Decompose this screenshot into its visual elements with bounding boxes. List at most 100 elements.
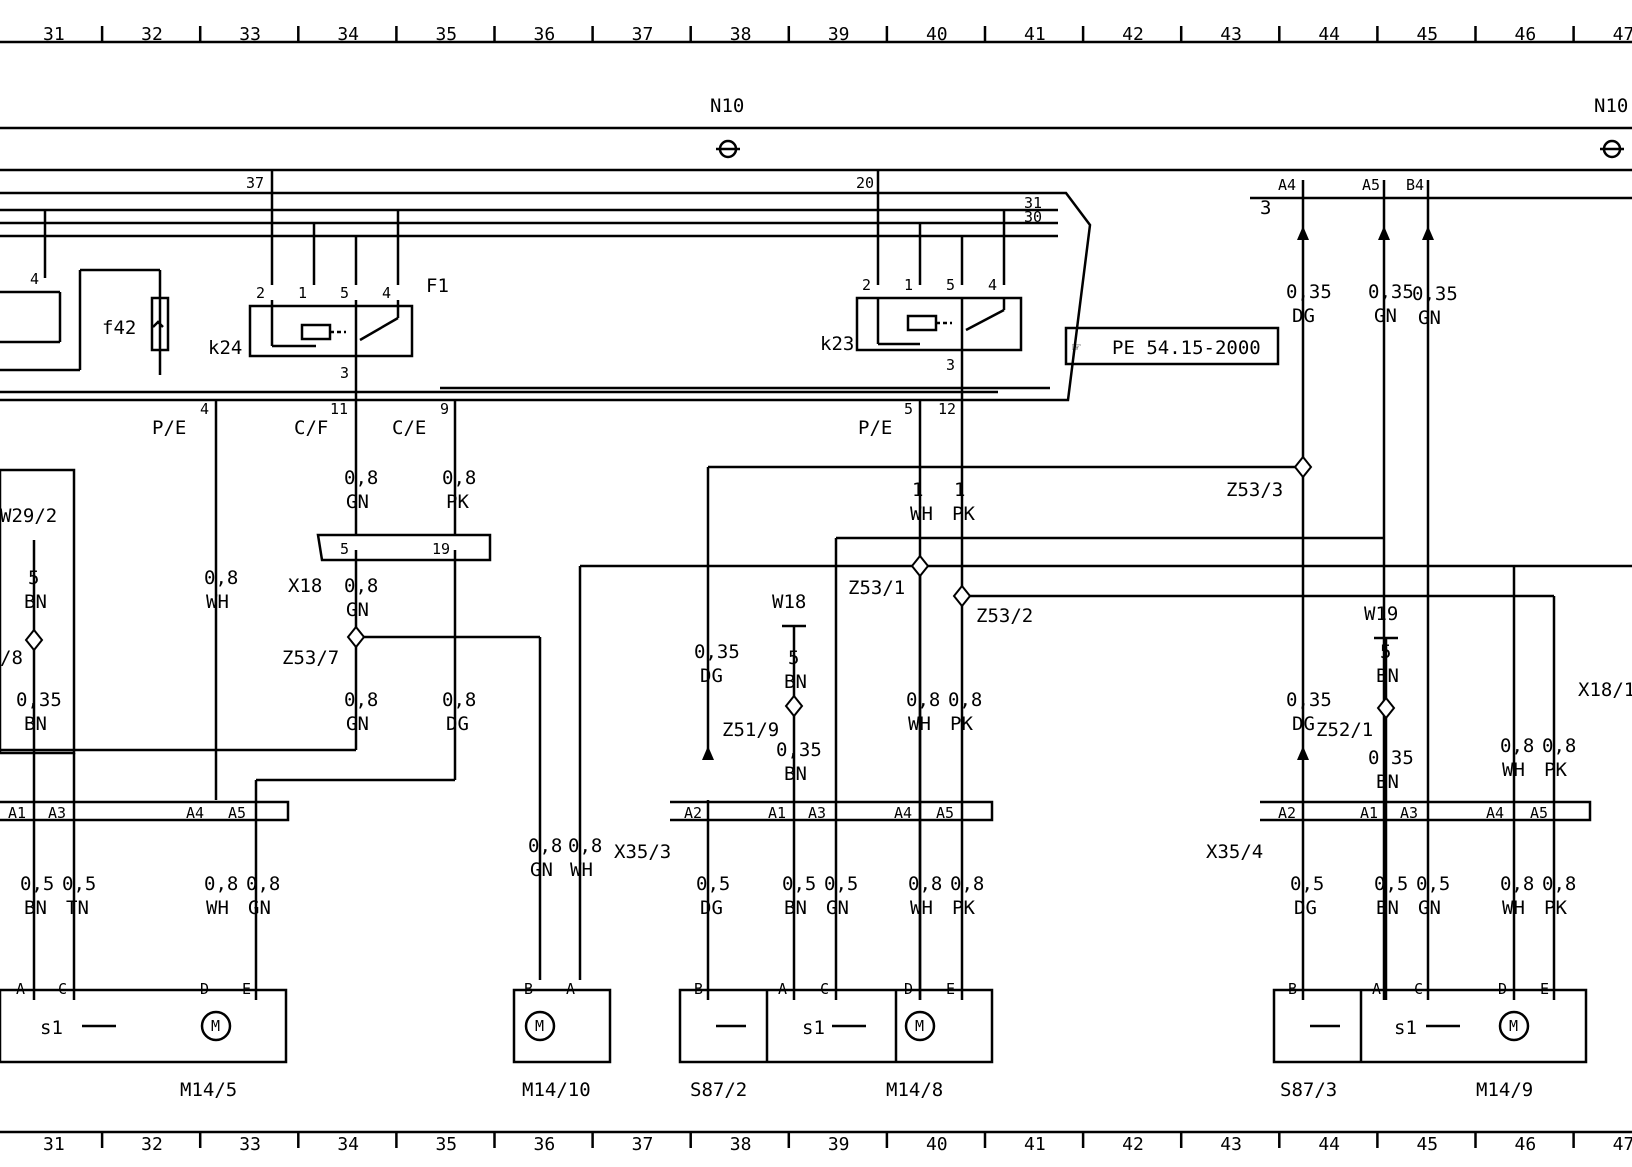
w18-label: W18 (772, 591, 806, 613)
wire-color: DG (1294, 897, 1317, 919)
wire-color: DG (700, 665, 723, 687)
wire-color: BN (24, 713, 47, 735)
wire-size: 0,35 (1412, 283, 1458, 305)
m14-10-pin-a: A (566, 980, 575, 998)
z53-2-label: Z53/2 (976, 605, 1033, 627)
wire-size: 0,8 (246, 873, 280, 895)
m14-10-pin-b: B (524, 980, 533, 998)
x35-4-a5: A5 (1530, 804, 1548, 822)
x35-4-a2: A2 (1278, 804, 1296, 822)
wire-size: 0,35 (1368, 747, 1414, 769)
ruler-column-label: 33 (239, 1134, 261, 1155)
wire-size: 0,5 (696, 873, 730, 895)
wire-color: BN (24, 897, 47, 919)
m14-5-pin-c: C (58, 980, 67, 998)
k24-pin-2: 2 (256, 284, 265, 302)
wire-color: DG (1292, 305, 1315, 327)
bus-20: 20 (856, 174, 874, 192)
n10-label: N10 (710, 95, 744, 117)
k24-label: k24 (208, 337, 242, 359)
wire-size: 0,8 (948, 689, 982, 711)
wire-color: WH (570, 859, 593, 881)
s87-2-pin-b: B (694, 980, 703, 998)
ruler-column-label: 41 (1024, 24, 1046, 45)
ruler-column-label: 34 (337, 1134, 359, 1155)
x18-1-label: X18/1 (1578, 679, 1632, 701)
wire-size: 1 (954, 479, 965, 501)
ruler-column-label: 35 (435, 24, 457, 45)
wire-color: BN (784, 763, 807, 785)
m14-5-pin-a: A (16, 980, 25, 998)
wire-color: GN (1374, 305, 1397, 327)
wire-size: 0,8 (568, 835, 602, 857)
wire-color: WH (1502, 897, 1525, 919)
pe-icon: ☞ (1072, 338, 1081, 356)
m14-8-pin-d: D (904, 980, 913, 998)
x18-pin-19: 19 (432, 540, 450, 558)
s87-3-pin-b: B (1288, 980, 1297, 998)
wire-color: PK (1544, 897, 1567, 919)
bus-37: 37 (246, 174, 264, 192)
wire-color: WH (910, 897, 933, 919)
wire-color: GN (1418, 897, 1441, 919)
x35-3-a1: A1 (768, 804, 786, 822)
wire-size: 0,8 (344, 467, 378, 489)
ruler-column-label: 36 (534, 24, 556, 45)
k23-pin-4: 4 (988, 276, 997, 294)
wire-size: 0,35 (776, 739, 822, 761)
z53-1-label: Z53/1 (848, 577, 905, 599)
m14-8-label: M14/8 (886, 1079, 943, 1101)
k23-label: k23 (820, 333, 854, 355)
m14-9-pin-e: E (1540, 980, 1549, 998)
k24-pin-1: 1 (298, 284, 307, 302)
s87-3-label: S87/3 (1280, 1079, 1337, 1101)
wire-size: 0,5 (782, 873, 816, 895)
wire-size: 0,35 (16, 689, 62, 711)
wire-size: 0,8 (1542, 873, 1576, 895)
wire-size: 0,8 (1500, 735, 1534, 757)
ruler-column-label: 39 (828, 24, 850, 45)
k23-pin-3: 3 (946, 356, 955, 374)
m14-9-pin-a: A (1372, 980, 1381, 998)
wire-size: 0,8 (204, 873, 238, 895)
pin-4-strip: 4 (200, 400, 209, 418)
pin-12-strip: 12 (938, 400, 956, 418)
wire-size: 0,8 (344, 689, 378, 711)
x35-3-label: X35/3 (614, 841, 671, 863)
s1-label-b: s1 (802, 1017, 825, 1039)
wire-color: GN (530, 859, 553, 881)
m14-9-pin-d: D (1498, 980, 1507, 998)
wire-color: BN (1376, 897, 1399, 919)
wire-size: 0,8 (950, 873, 984, 895)
wire-size: 0,5 (1416, 873, 1450, 895)
k23-pin-1: 1 (904, 276, 913, 294)
wire-graphics (0, 26, 1632, 1148)
ruler-column-label: 37 (632, 1134, 654, 1155)
pe-label-2: P/E (858, 417, 892, 439)
pe-reference: PE 54.15-2000 (1112, 337, 1261, 359)
pin-11-strip: 11 (330, 400, 348, 418)
motor-icon-m14-10: M (535, 1017, 544, 1035)
wire-color: PK (1544, 759, 1567, 781)
w29-2-label: W29/2 (0, 505, 57, 527)
wire-color: PK (446, 491, 469, 513)
ruler-column-label: 32 (141, 24, 163, 45)
ruler-column-label: 44 (1318, 1134, 1340, 1155)
k24-pin-5: 5 (340, 284, 349, 302)
x18-pin-5: 5 (340, 540, 349, 558)
ruler-column-label: 46 (1515, 1134, 1537, 1155)
m14-5-label: M14/5 (180, 1079, 237, 1101)
wire-size: 0,8 (908, 873, 942, 895)
m14-8-pin-a: A (778, 980, 787, 998)
ruler-column-label: 42 (1122, 24, 1144, 45)
wire-color: WH (206, 591, 229, 613)
pin-a4-top: A4 (1278, 176, 1296, 194)
x35-left-a1: A1 (8, 804, 26, 822)
wire-size: 0,5 (62, 873, 96, 895)
ruler-column-label: 40 (926, 1134, 948, 1155)
f42-label: f42 (102, 317, 136, 339)
ruler-column-label: 40 (926, 24, 948, 45)
ruler-column-label: 31 (43, 24, 65, 45)
